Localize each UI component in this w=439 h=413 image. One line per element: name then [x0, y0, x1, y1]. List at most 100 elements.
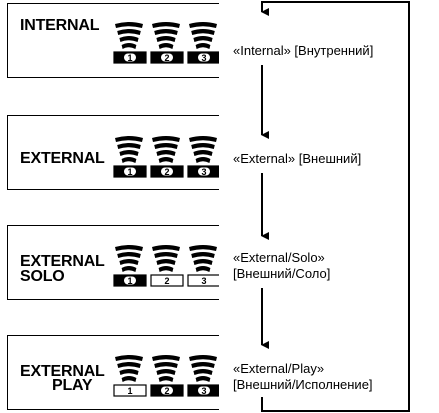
channel-1-indicator: 1 — [113, 245, 147, 287]
signal-bar — [121, 157, 137, 163]
signal-bar — [117, 252, 141, 258]
signal-bar — [154, 29, 178, 35]
channel-indicator-graphic: 1 2 3 — [113, 245, 219, 287]
signal-bar — [191, 29, 215, 35]
channel-indicator-graphic: 1 2 3 — [113, 136, 219, 178]
signal-bar — [156, 150, 176, 156]
signal-bar — [115, 245, 143, 251]
signal-bar — [158, 266, 174, 272]
signal-bar — [121, 376, 137, 382]
signal-bar — [191, 143, 215, 149]
channel-2-indicator: 2 — [150, 245, 184, 287]
channel-number-badge — [161, 386, 173, 395]
channel-1-indicator: 1 — [113, 22, 147, 64]
channel-indicators: 1 2 3 — [113, 354, 219, 398]
signal-bar — [119, 150, 139, 156]
signal-bar — [119, 369, 139, 375]
description-external-solo-line1: «External/Solo» — [233, 250, 325, 265]
channel-number-badge — [124, 167, 136, 176]
channel-indicators: 1 2 3 — [113, 244, 219, 288]
signal-bar — [115, 22, 143, 28]
channel-number: 3 — [201, 276, 206, 286]
signal-bar — [117, 29, 141, 35]
signal-bar — [154, 252, 178, 258]
channel-box — [187, 274, 219, 287]
channel-indicators: 1 2 3 — [113, 135, 219, 179]
channel-3-indicator: 3 — [187, 245, 219, 287]
channel-3-indicator: 3 — [187, 22, 219, 64]
channel-2-indicator: 2 — [150, 136, 184, 178]
signal-bar — [193, 36, 213, 42]
channel-number-badge — [161, 167, 173, 176]
channel-number-badge — [161, 53, 173, 62]
channel-1-indicator: 1 — [113, 136, 147, 178]
mode-label-line2: SOLO — [20, 268, 65, 285]
description-internal: «Internal» [Внутренний] — [233, 43, 374, 58]
signal-bar — [191, 252, 215, 258]
signal-bar — [117, 362, 141, 368]
channel-number: 3 — [201, 386, 206, 396]
description-external: «External» [Внешний] — [233, 151, 362, 166]
channel-number: 1 — [127, 53, 132, 63]
signal-bar — [152, 136, 180, 142]
signal-bar — [195, 43, 211, 49]
signal-bar — [121, 43, 137, 49]
signal-bar — [193, 150, 213, 156]
channel-3-indicator: 3 — [187, 136, 219, 178]
signal-bar — [193, 369, 213, 375]
signal-bar — [189, 136, 217, 142]
signal-bar — [195, 266, 211, 272]
signal-bar — [195, 376, 211, 382]
signal-bar — [158, 376, 174, 382]
signal-bar — [115, 136, 143, 142]
channel-number-badge — [198, 167, 210, 176]
mode-label: EXTERNAL — [20, 150, 105, 167]
signal-bar — [154, 143, 178, 149]
channel-box — [150, 274, 184, 287]
channel-2-indicator: 2 — [150, 22, 184, 64]
signal-bar — [152, 355, 180, 361]
channel-number: 2 — [164, 386, 169, 396]
channel-3-indicator: 3 — [187, 355, 219, 397]
signal-bar — [117, 143, 141, 149]
signal-bar — [156, 259, 176, 265]
signal-bar — [158, 43, 174, 49]
signal-bar — [115, 355, 143, 361]
signal-bar — [156, 369, 176, 375]
channel-number: 3 — [201, 167, 206, 177]
mode-label: INTERNAL — [20, 17, 100, 34]
return-loop-line — [261, 1, 410, 412]
description-external-play-line2: [Внешний/Исполнение] — [233, 377, 373, 392]
channel-number-badge — [198, 386, 210, 395]
signal-bar — [119, 36, 139, 42]
signal-bar — [195, 157, 211, 163]
channel-number: 2 — [164, 276, 169, 286]
channel-number-badge — [124, 276, 136, 285]
panel-internal: INTERNAL 1 2 3 — [7, 3, 219, 78]
signal-bar — [189, 355, 217, 361]
signal-bar — [121, 266, 137, 272]
signal-bar — [193, 259, 213, 265]
mode-label-line2: PLAY — [52, 377, 93, 394]
channel-number: 2 — [164, 53, 169, 63]
channel-number-badge — [124, 53, 136, 62]
signal-bar — [156, 36, 176, 42]
channel-1-indicator: 1 — [113, 355, 147, 397]
signal-bar — [154, 362, 178, 368]
channel-indicators: 1 2 3 — [113, 21, 219, 65]
channel-number: 1 — [127, 276, 132, 286]
panel-external: EXTERNAL 1 2 3 — [7, 115, 219, 190]
description-external-play-line1: «External/Play» — [233, 361, 325, 376]
signal-bar — [189, 22, 217, 28]
signal-bar — [191, 362, 215, 368]
signal-bar — [189, 245, 217, 251]
channel-number: 1 — [127, 167, 132, 177]
channel-indicator-graphic: 1 2 3 — [113, 22, 219, 64]
signal-bar — [119, 259, 139, 265]
channel-number-badge — [198, 53, 210, 62]
channel-2-indicator: 2 — [150, 355, 184, 397]
channel-number: 1 — [127, 386, 132, 396]
